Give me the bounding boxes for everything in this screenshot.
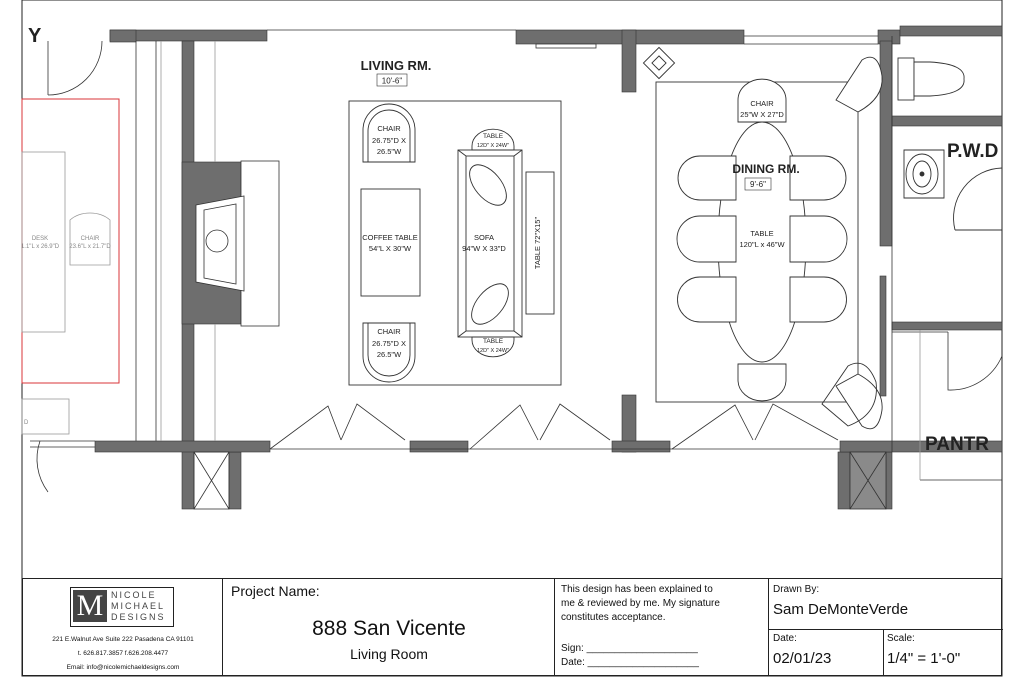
company-phone: t. 626.817.3857 f.626.208.4477 xyxy=(77,650,169,657)
coffee-table-dims: 54"L X 30"W xyxy=(369,244,412,253)
desk-dims: 1.1"L x 26.9"D xyxy=(21,244,60,250)
living-chair-bottom-dims-1: 26.75"D X xyxy=(372,339,406,348)
side-table-bottom-label: TABLE xyxy=(483,338,504,345)
pantry-door xyxy=(892,330,1003,481)
pantry-label: PANTR xyxy=(925,434,989,455)
date-section: Date: 02/01/23 xyxy=(769,629,884,675)
dining-room-dimension: 9'-6" xyxy=(750,180,766,189)
side-table-top-label: TABLE xyxy=(483,133,504,140)
ack-line-3: constitutes acceptance. xyxy=(561,612,666,623)
living-chair-top-label: CHAIR xyxy=(377,124,401,133)
living-room-dimension: 10'-6" xyxy=(382,77,403,86)
powder-room-label: P.W.D xyxy=(947,141,998,162)
dining-chair-dims: 25"W X 27"D xyxy=(740,110,784,119)
signature-line[interactable]: Sign: ____________________ xyxy=(561,643,698,654)
desk-label: DESK xyxy=(32,236,48,242)
scale-value: 1/4" = 1'-0" xyxy=(887,650,961,667)
office-chair-dims: 23.6"L x 21.7"D xyxy=(69,244,111,250)
drawn-by-label: Drawn By: xyxy=(773,584,820,595)
wall-lines xyxy=(47,29,893,510)
dining-table-dims: 120"L x 46"W xyxy=(739,240,785,249)
ack-line-1: This design has been explained to xyxy=(561,584,713,595)
drawn-by-section: Drawn By: Sam DeMonteVerde xyxy=(769,579,1003,630)
project-name: 888 San Vicente xyxy=(312,617,466,640)
drawing-info-cell: Drawn By: Sam DeMonteVerde Date: 02/01/2… xyxy=(769,579,1003,675)
drawn-by-name: Sam DeMonteVerde xyxy=(773,601,909,618)
living-dim-box xyxy=(376,73,408,87)
fireplace xyxy=(195,160,280,327)
acknowledgement-cell: This design has been explained to me & r… xyxy=(555,579,769,675)
living-chair-top-dims-2: 26.5"W xyxy=(377,147,402,156)
company-cell: M NICOLE MICHAEL DESIGNS 221 E.Walnut Av… xyxy=(23,579,223,675)
bifold-doors xyxy=(269,403,839,450)
logo-line-3: DESIGNS xyxy=(111,612,166,622)
logo-line-1: NICOLE xyxy=(111,590,157,600)
dining-furniture xyxy=(642,46,883,430)
project-subtitle: Living Room xyxy=(350,646,428,662)
project-cell: Project Name: 888 San Vicente Living Roo… xyxy=(223,579,555,675)
living-room-label: LIVING RM. xyxy=(361,58,432,73)
side-table-bottom-dims: 12D" X 24W" xyxy=(477,348,509,354)
company-logo: M NICOLE MICHAEL DESIGNS xyxy=(70,587,174,627)
office-chair-label: CHAIR xyxy=(81,236,100,242)
powder-room-fixtures xyxy=(897,57,1003,231)
coffee-table-label: COFFEE TABLE xyxy=(362,233,418,242)
dining-chair-label: CHAIR xyxy=(750,99,774,108)
side-table-top-dims: 12D" X 24W" xyxy=(477,143,509,149)
office-area xyxy=(21,98,120,493)
living-chair-bottom-dims-2: 26.5"W xyxy=(377,350,402,359)
scale-label: Scale: xyxy=(887,633,915,644)
company-address: 221 E.Walnut Ave Suite 222 Pasadena CA 9… xyxy=(52,636,194,643)
living-rug xyxy=(348,100,562,386)
title-block: M NICOLE MICHAEL DESIGNS 221 E.Walnut Av… xyxy=(22,578,1003,676)
living-chair-top-dims-1: 26.75"D X xyxy=(372,136,406,145)
date-value: 02/01/23 xyxy=(773,650,832,667)
dining-room-label: DINING RM. xyxy=(732,162,799,176)
date-label: Date: xyxy=(773,633,797,644)
dining-table-label: TABLE xyxy=(750,229,773,238)
signature-date-line[interactable]: Date: ____________________ xyxy=(561,657,699,668)
room-label-partial-left: Y xyxy=(28,25,42,47)
project-name-label: Project Name: xyxy=(231,583,320,599)
sofa-dims: 94"W X 33"D xyxy=(462,244,506,253)
sofa-label: SOFA xyxy=(474,233,494,242)
scale-section: Scale: 1/4" = 1'-0" xyxy=(883,629,1003,675)
logo-line-2: MICHAEL xyxy=(111,601,166,611)
dining-dim-box xyxy=(744,177,772,191)
company-email: Email: info@nicolemichaeldesigns.com xyxy=(66,664,180,671)
living-chair-bottom-label: CHAIR xyxy=(377,327,401,336)
cabinet-label-partial: D xyxy=(24,420,29,426)
logo-monogram-icon: M xyxy=(73,590,107,622)
ack-line-2: me & reviewed by me. My signature xyxy=(561,598,720,609)
living-furniture xyxy=(360,103,555,383)
console-table-label: TABLE 72"X15" xyxy=(533,217,542,270)
